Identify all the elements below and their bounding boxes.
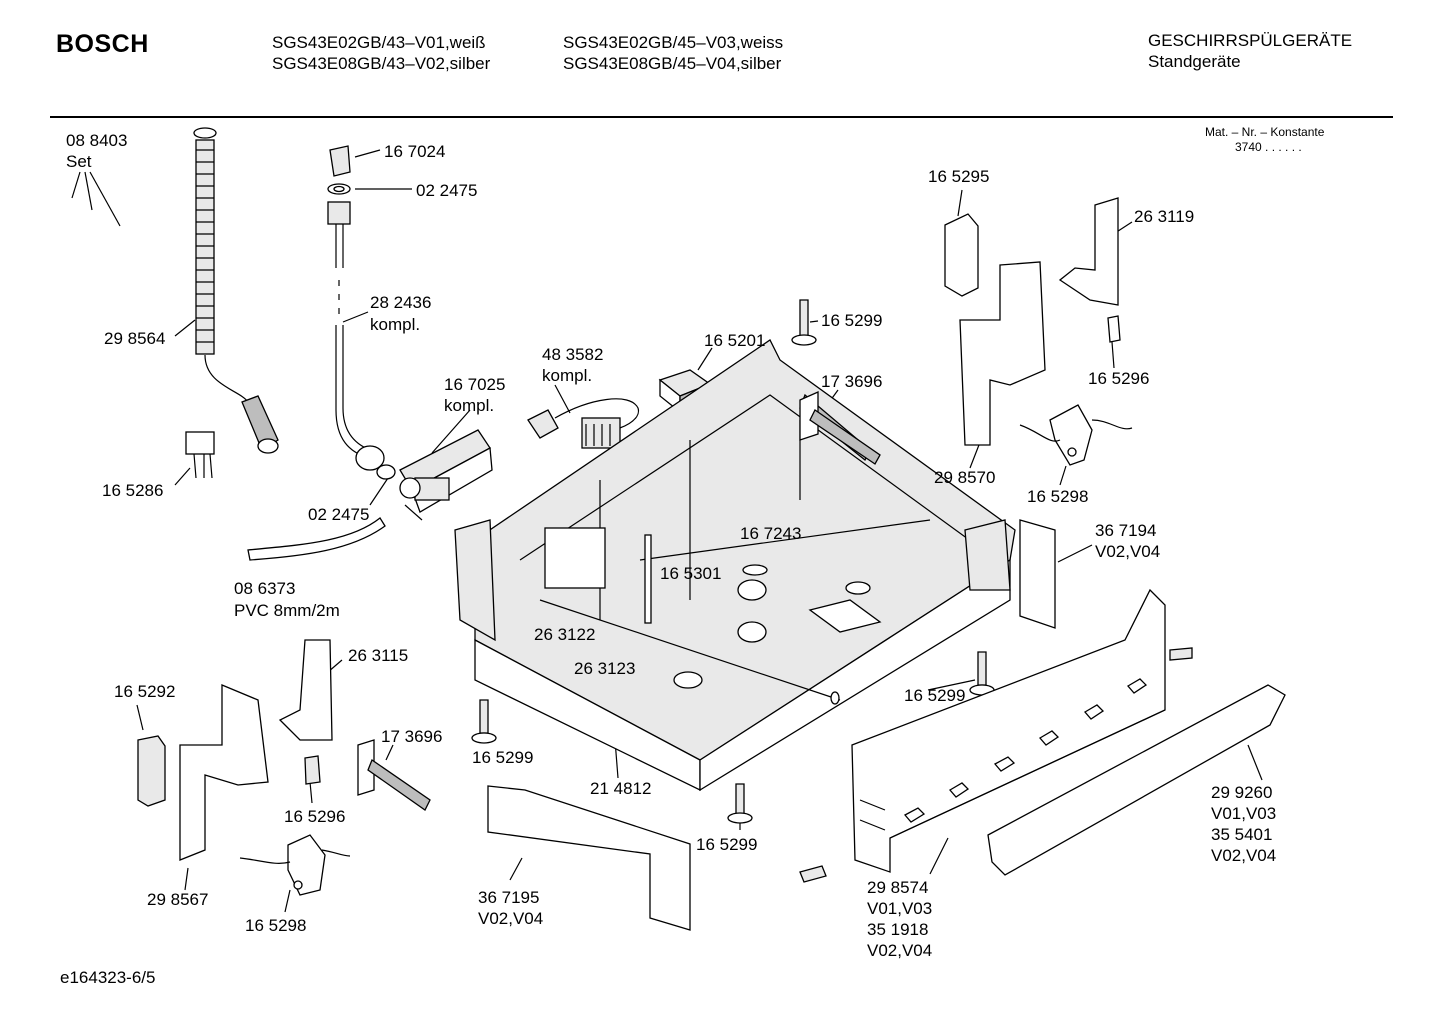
- part-label: 16 5295: [928, 167, 990, 186]
- part-label: V01,V03: [867, 899, 933, 918]
- part-label: 16 5286: [102, 481, 164, 500]
- pvc-tube-part: [247, 517, 386, 561]
- part-label: 02 2475: [416, 181, 478, 200]
- part-label: V02,V04: [478, 909, 544, 928]
- hose-clip-part: [185, 431, 215, 479]
- left-hinge-parts: [137, 639, 351, 896]
- part-label: 36 7195: [478, 888, 540, 907]
- part-label: 35 5401: [1211, 825, 1273, 844]
- part-label: 16 5299: [472, 748, 534, 767]
- part-label: 16 5299: [904, 686, 966, 705]
- trim-strip-part: [987, 684, 1286, 876]
- part-label: 29 8564: [104, 329, 166, 348]
- part-label: 16 7024: [384, 142, 446, 161]
- appliance-category: GESCHIRRSPÜLGERÄTE: [1148, 31, 1353, 50]
- part-label: 16 5301: [660, 564, 722, 583]
- part-label: 48 3582: [542, 345, 604, 364]
- part-label: 29 8574: [867, 878, 929, 897]
- part-label: 08 6373: [234, 579, 296, 598]
- part-label: 26 3119: [1134, 207, 1195, 226]
- mat-number-label: Mat. – Nr. – Konstante: [1205, 125, 1325, 139]
- part-label: 16 5201: [704, 331, 766, 350]
- part-label: 16 5298: [1027, 487, 1089, 506]
- part-label: V02,V04: [1211, 846, 1277, 865]
- part-label: 16 5299: [696, 835, 758, 854]
- part-label: 21 4812: [590, 779, 652, 798]
- part-label: Set: [66, 152, 92, 171]
- part-label: 36 7194: [1095, 521, 1157, 540]
- part-label: 26 3123: [574, 659, 636, 678]
- part-label: 16 5298: [245, 916, 307, 935]
- model-line-2: SGS43E08GB/43–V02,silber: [272, 54, 491, 73]
- part-label: 02 2475: [308, 505, 370, 524]
- plinth-part: [851, 588, 1166, 873]
- corrugated-hose-part: [193, 127, 279, 454]
- part-label: 28 2436: [370, 293, 432, 312]
- cable-harness-part: [527, 398, 639, 449]
- part-label: kompl.: [444, 396, 495, 415]
- mat-number-value: 3740 . . . . . .: [1235, 140, 1302, 154]
- header-divider: [50, 116, 1393, 118]
- part-label: 08 8403: [66, 131, 128, 150]
- part-label: 26 3115: [348, 646, 409, 665]
- inlet-valve-part: [399, 429, 493, 521]
- part-label: 16 5296: [284, 807, 346, 826]
- part-label: 17 3696: [821, 372, 883, 391]
- part-label: 17 3696: [381, 727, 443, 746]
- part-label: 26 3122: [534, 625, 596, 644]
- brand-logo: BOSCH: [56, 30, 149, 58]
- part-label: V02,V04: [1095, 542, 1161, 561]
- document-id: e164323-6/5: [60, 968, 156, 987]
- front-panel-part: [487, 785, 691, 931]
- model-line-1: SGS43E02GB/43–V01,weiß: [272, 33, 486, 52]
- part-label: 16 5296: [1088, 369, 1150, 388]
- part-label: kompl.: [542, 366, 593, 385]
- part-label: V02,V04: [867, 941, 933, 960]
- part-label: 16 5292: [114, 682, 176, 701]
- side-panel-part: [1019, 519, 1056, 629]
- right-hinge-parts: [944, 197, 1133, 466]
- part-label: 16 7243: [740, 524, 802, 543]
- part-label: V01,V03: [1211, 804, 1277, 823]
- part-label: 29 8570: [934, 468, 996, 487]
- spring-parts: [357, 390, 881, 811]
- part-label: 29 9260: [1211, 783, 1273, 802]
- appliance-subcategory: Standgeräte: [1148, 52, 1241, 71]
- model-line-4: SGS43E08GB/45–V04,silber: [563, 54, 782, 73]
- model-line-3: SGS43E02GB/45–V03,weiss: [563, 33, 784, 52]
- part-label: 16 5299: [821, 311, 883, 330]
- part-label: 16 7025: [444, 375, 506, 394]
- inlet-hose-part: [327, 145, 396, 480]
- part-label: PVC 8mm/2m: [234, 601, 340, 620]
- part-label: 35 1918: [867, 920, 929, 939]
- part-label: 29 8567: [147, 890, 209, 909]
- part-label: kompl.: [370, 315, 421, 334]
